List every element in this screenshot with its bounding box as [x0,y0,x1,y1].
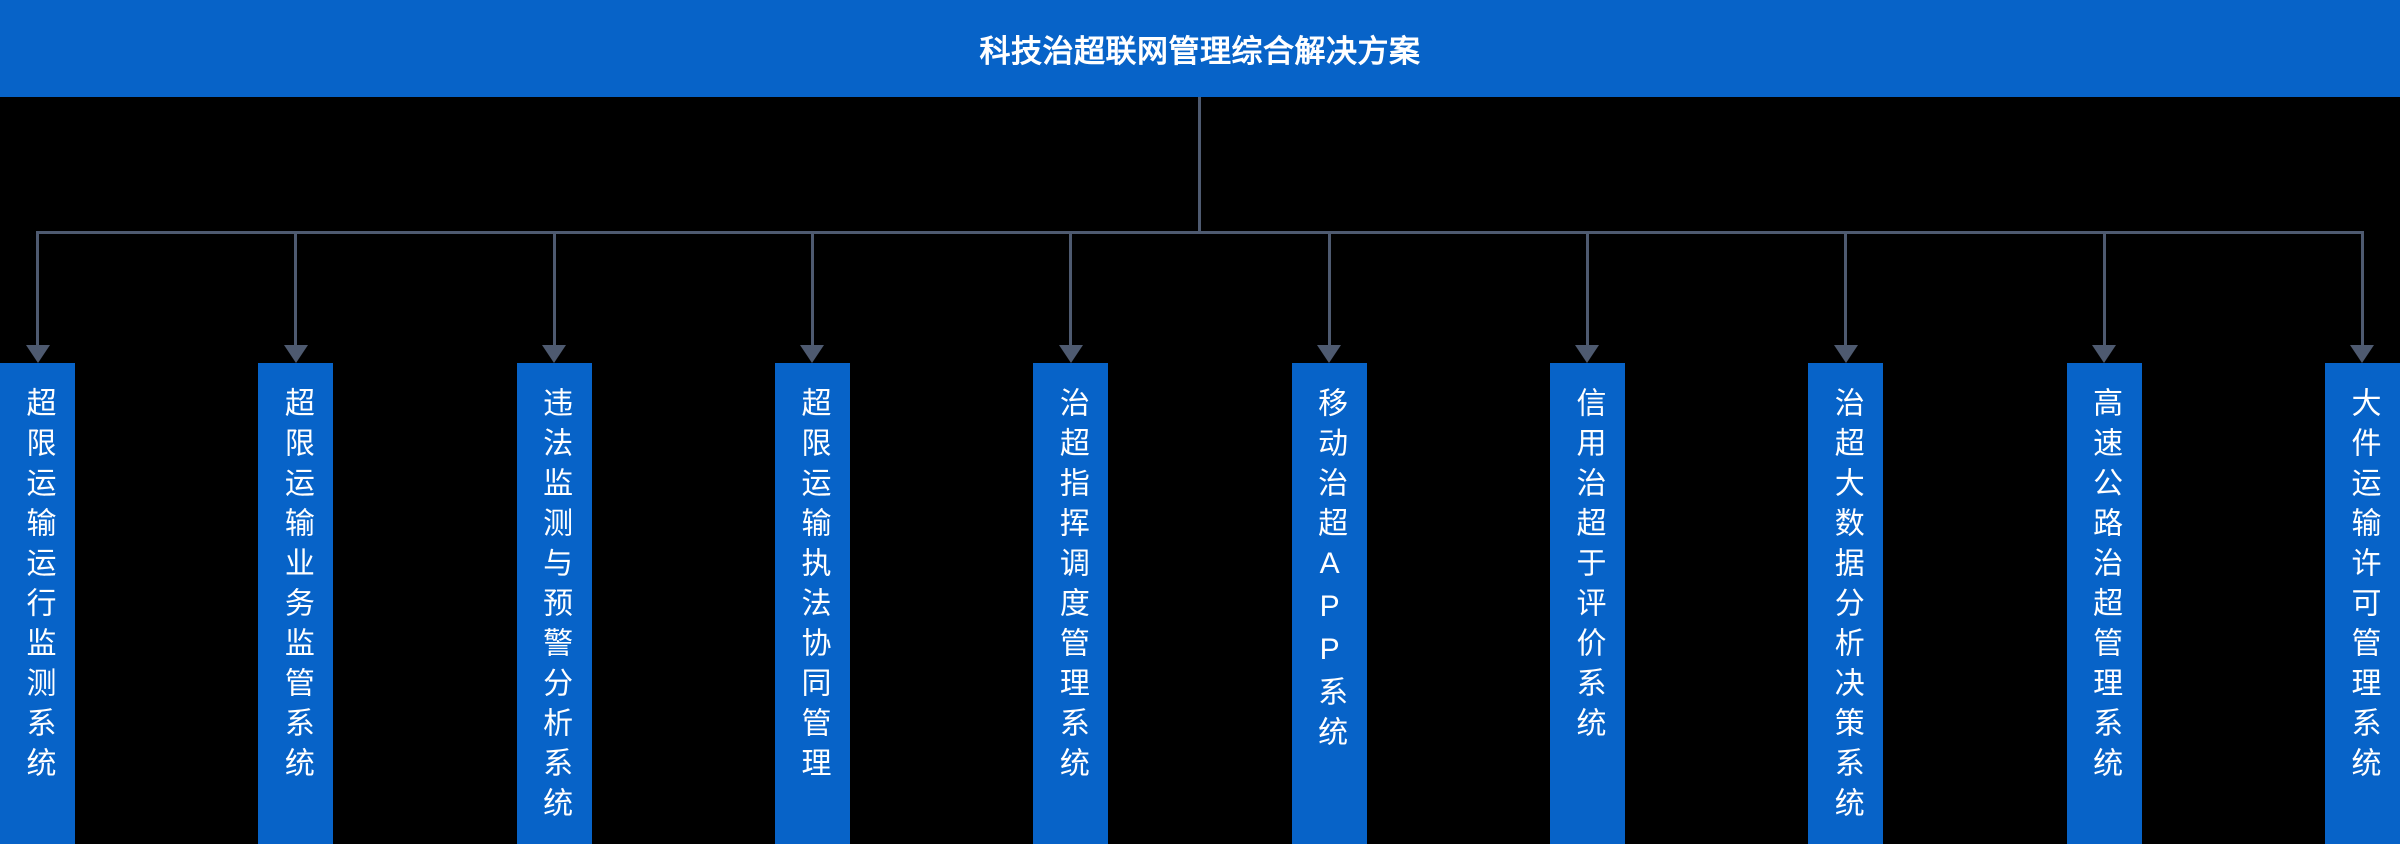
system-column: 移动治超APP系统 [1291,231,1367,844]
system-node: 违法监测与预警分析系统 [516,363,592,844]
system-node: 治超大数据分析决策系统 [1808,363,1884,844]
arrow-down-icon [542,345,567,363]
system-column: 治超指挥调度管理系统 [1033,231,1109,844]
arrow-down-icon [2092,345,2117,363]
system-label: 信用治超于评价系统 [1571,387,1605,747]
root-connector-line [1198,97,1201,234]
system-label: 移动治超APP系统 [1313,387,1347,756]
system-label: 治超指挥调度管理系统 [1054,387,1088,787]
system-column: 超限运输执法协同管理 [774,231,850,844]
system-column: 信用治超于评价系统 [1549,231,1625,844]
arrow-down-icon [800,345,825,363]
arrow-down-icon [25,345,50,363]
horizontal-connector-line [36,231,2364,234]
system-node: 超限运输业务监管系统 [258,363,334,844]
arrow-down-icon [1317,345,1342,363]
branch-connector-line [1844,231,1848,345]
system-column: 超限运输运行监测系统 [0,231,75,844]
system-label: 超限运输执法协同管理 [796,387,830,787]
system-label: 超限运输运行监测系统 [21,387,55,787]
arrow-down-icon [1575,345,1600,363]
system-column: 治超大数据分析决策系统 [1808,231,1884,844]
branch-connector-line [2360,231,2364,345]
system-label: 大件运输许可管理系统 [2346,387,2380,787]
arrow-down-icon [1058,345,1083,363]
system-column: 大件运输许可管理系统 [2324,231,2400,844]
branch-connector-line [810,231,814,345]
system-column: 超限运输业务监管系统 [258,231,334,844]
branch-connector-line [2102,231,2106,345]
system-columns: 超限运输运行监测系统 超限运输业务监管系统 违法监测与预警分析系统 超限运输执法… [0,231,2400,844]
system-label: 超限运输业务监管系统 [279,387,313,787]
arrow-down-icon [283,345,308,363]
branch-connector-line [1585,231,1589,345]
system-node: 治超指挥调度管理系统 [1033,363,1109,844]
arrow-down-icon [1833,345,1858,363]
system-node: 信用治超于评价系统 [1549,363,1625,844]
system-node: 超限运输执法协同管理 [774,363,850,844]
system-label: 违法监测与预警分析系统 [538,387,572,827]
header-banner: 科技治超联网管理综合解决方案 [0,0,2400,97]
system-node: 高速公路治超管理系统 [2066,363,2142,844]
branch-connector-line [294,231,298,345]
system-node: 移动治超APP系统 [1291,363,1367,844]
system-label: 高速公路治超管理系统 [2088,387,2122,787]
branch-connector-line [552,231,556,345]
system-column: 违法监测与预警分析系统 [516,231,592,844]
system-node: 超限运输运行监测系统 [0,363,75,844]
arrow-down-icon [2350,345,2375,363]
system-column: 高速公路治超管理系统 [2066,231,2142,844]
branch-connector-line [1069,231,1073,345]
branch-connector-line [36,231,39,345]
system-node: 大件运输许可管理系统 [2324,363,2400,844]
diagram-title: 科技治超联网管理综合解决方案 [979,34,1421,69]
branch-connector-line [1327,231,1331,345]
system-label: 治超大数据分析决策系统 [1829,387,1863,827]
